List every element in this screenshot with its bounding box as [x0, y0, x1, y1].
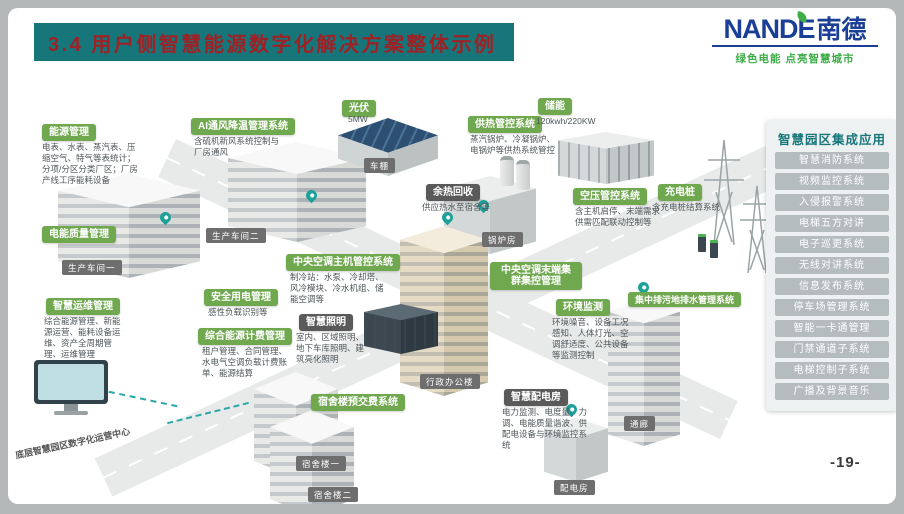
- callout-label: 智慧运维管理: [46, 298, 120, 315]
- building-label: 通廊: [624, 416, 656, 431]
- energy-storage-illustration: [558, 132, 654, 184]
- transmission-tower-illustration: [740, 185, 774, 274]
- callout-label: 空压管控系统: [573, 188, 647, 205]
- integrated-apps-panel: 智慧园区集成应用 智慧消防系统视频监控系统入侵报警系统电梯五方对讲电子巡更系统无…: [766, 120, 896, 411]
- callout-label: 电能质量管理: [42, 226, 116, 243]
- callout-label: 供热管控系统: [468, 116, 542, 133]
- app-list-item: 电梯控制子系统: [775, 362, 889, 379]
- callout-label: 集中排污地排水管理系统: [628, 292, 742, 308]
- factory-1-illustration: [58, 174, 200, 278]
- operations-center-monitor: [34, 360, 108, 415]
- callout-label: 综合能源计费管理: [198, 328, 292, 345]
- callout-description: 租户管理、合同管理、水电气空调负载计费账单、能源结算: [202, 346, 288, 379]
- callout-label: 余热回收: [426, 184, 480, 201]
- logo-rule: [712, 45, 878, 47]
- slide: 3.4 用户侧智慧能源数字化解决方案整体示例 NANDE南德 绿色电能 点亮智慧…: [8, 8, 896, 504]
- callout-description: 电表、水表、蒸汽表、压缩空气、特气等表统计；分项/分区分类厂区；厂房产线工序能耗…: [42, 142, 138, 186]
- page-number: -19-: [830, 454, 861, 471]
- app-list-item: 视频监控系统: [775, 173, 889, 190]
- campus-diagram: 底层智慧园区数字化运营中心 能源管理电表、水表、蒸汽表、压缩空气、特气等表统计；…: [8, 68, 896, 504]
- callout-label: 宿舍楼预交费系统: [311, 394, 405, 411]
- logo-tagline: 绿色电能 点亮智慧城市: [735, 53, 855, 65]
- app-list-item: 电子巡更系统: [775, 236, 889, 253]
- ev-charger-illustration: [710, 240, 718, 258]
- building-label: 锅炉房: [482, 232, 523, 247]
- callout-description: 环境噪音、设备工况感知、人体灯光、空调舒适度、公共设备等监测控制: [552, 317, 629, 361]
- power-distribution-room-illustration: [544, 418, 608, 482]
- transmission-tower-illustration: [704, 139, 744, 246]
- callout-description: 含主机启停、末端需求供需匹配联动控制等: [575, 206, 661, 228]
- callout-label: 光伏: [342, 100, 376, 117]
- app-list-item: 智能一卡通管理: [775, 320, 889, 337]
- callout-description: 室内、区域照明、地下车库照明、建筑亮化照明: [296, 332, 365, 365]
- callout-description: 含硫机新风系统控制与厂房通风: [194, 136, 280, 158]
- callout-label: 能源管理: [42, 124, 96, 141]
- title-bar: 3.4 用户侧智慧能源数字化解决方案整体示例: [34, 23, 515, 61]
- callout-description: 电力监测、电度量、力调、电能质量谐波、供配电设备与环境监控系统: [502, 407, 588, 451]
- callout-label: 充电桩: [658, 184, 702, 201]
- app-list-item: 智慧消防系统: [775, 152, 889, 169]
- callout-label: 安全用电管理: [204, 289, 278, 306]
- building-label: 生产车间二: [206, 228, 266, 243]
- building-label: 配电房: [554, 480, 595, 495]
- page-title: 3.4 用户侧智慧能源数字化解决方案整体示例: [48, 33, 497, 56]
- cooling-tower-illustration: [500, 156, 514, 186]
- callout-description: 感性负载识别等: [208, 307, 268, 317]
- building-label: 车棚: [364, 158, 396, 173]
- callout-label: 智慧配电房: [504, 389, 568, 406]
- apps-list: 智慧消防系统视频监控系统入侵报警系统电梯五方对讲电子巡更系统无线对讲系统信息发布…: [775, 152, 889, 400]
- app-list-item: 入侵报警系统: [775, 194, 889, 211]
- apps-panel-title: 智慧园区集成应用: [777, 133, 886, 147]
- callout-description: 5MW: [348, 114, 368, 124]
- dashed-connector: [108, 390, 178, 408]
- monitor-screen: [34, 360, 108, 404]
- app-list-item: 广播及背景音乐: [775, 383, 889, 400]
- ev-charger-illustration: [698, 234, 706, 252]
- callout-label: AI通风降温管理系统: [191, 118, 295, 135]
- callout-description: 120kwh/220KW: [536, 116, 596, 126]
- cooling-tower-illustration: [516, 160, 530, 190]
- logo: NANDE南德 绿色电能 点亮智慧城市: [710, 11, 880, 66]
- app-list-item: 停车场管理系统: [775, 299, 889, 316]
- app-list-item: 电梯五方对讲: [775, 215, 889, 232]
- chiller-unit-illustration: [364, 304, 438, 354]
- callout-label: 中央空调主机管控系统: [286, 254, 400, 271]
- app-list-item: 信息发布系统: [775, 278, 889, 295]
- app-list-item: 门禁通道子系统: [775, 341, 889, 358]
- callout-description: 综合能源管理、新能源运营、能耗设备运维、资产全周期管理、运维管理: [44, 316, 121, 360]
- building-label: 宿舍楼一: [296, 456, 347, 471]
- callout-description: 供应热水至宿舍等: [422, 202, 491, 212]
- building-label: 行政办公楼: [420, 374, 480, 389]
- callout-description: 蒸汽锅炉、冷凝锅炉、电锅炉等供热系统管控: [470, 134, 556, 156]
- building-label: 生产车间一: [62, 260, 122, 275]
- callout-label: 储能: [538, 98, 572, 115]
- callout-label: 环境监测: [556, 299, 610, 316]
- callout-description: 制冷站：水泵、冷却塔、风冷模块、冷水机组、储能空调等: [290, 272, 384, 305]
- callout-description: 含充电桩结算系统: [652, 202, 721, 212]
- app-list-item: 无线对讲系统: [775, 257, 889, 274]
- logo-wordmark: NANDE南德: [723, 11, 867, 44]
- building-label: 宿舍楼二: [308, 487, 359, 502]
- logo-text-cn: 南德: [816, 16, 867, 44]
- callout-label: 中央空调末端集群集控管理: [490, 262, 582, 290]
- callout-label: 智慧照明: [299, 314, 353, 331]
